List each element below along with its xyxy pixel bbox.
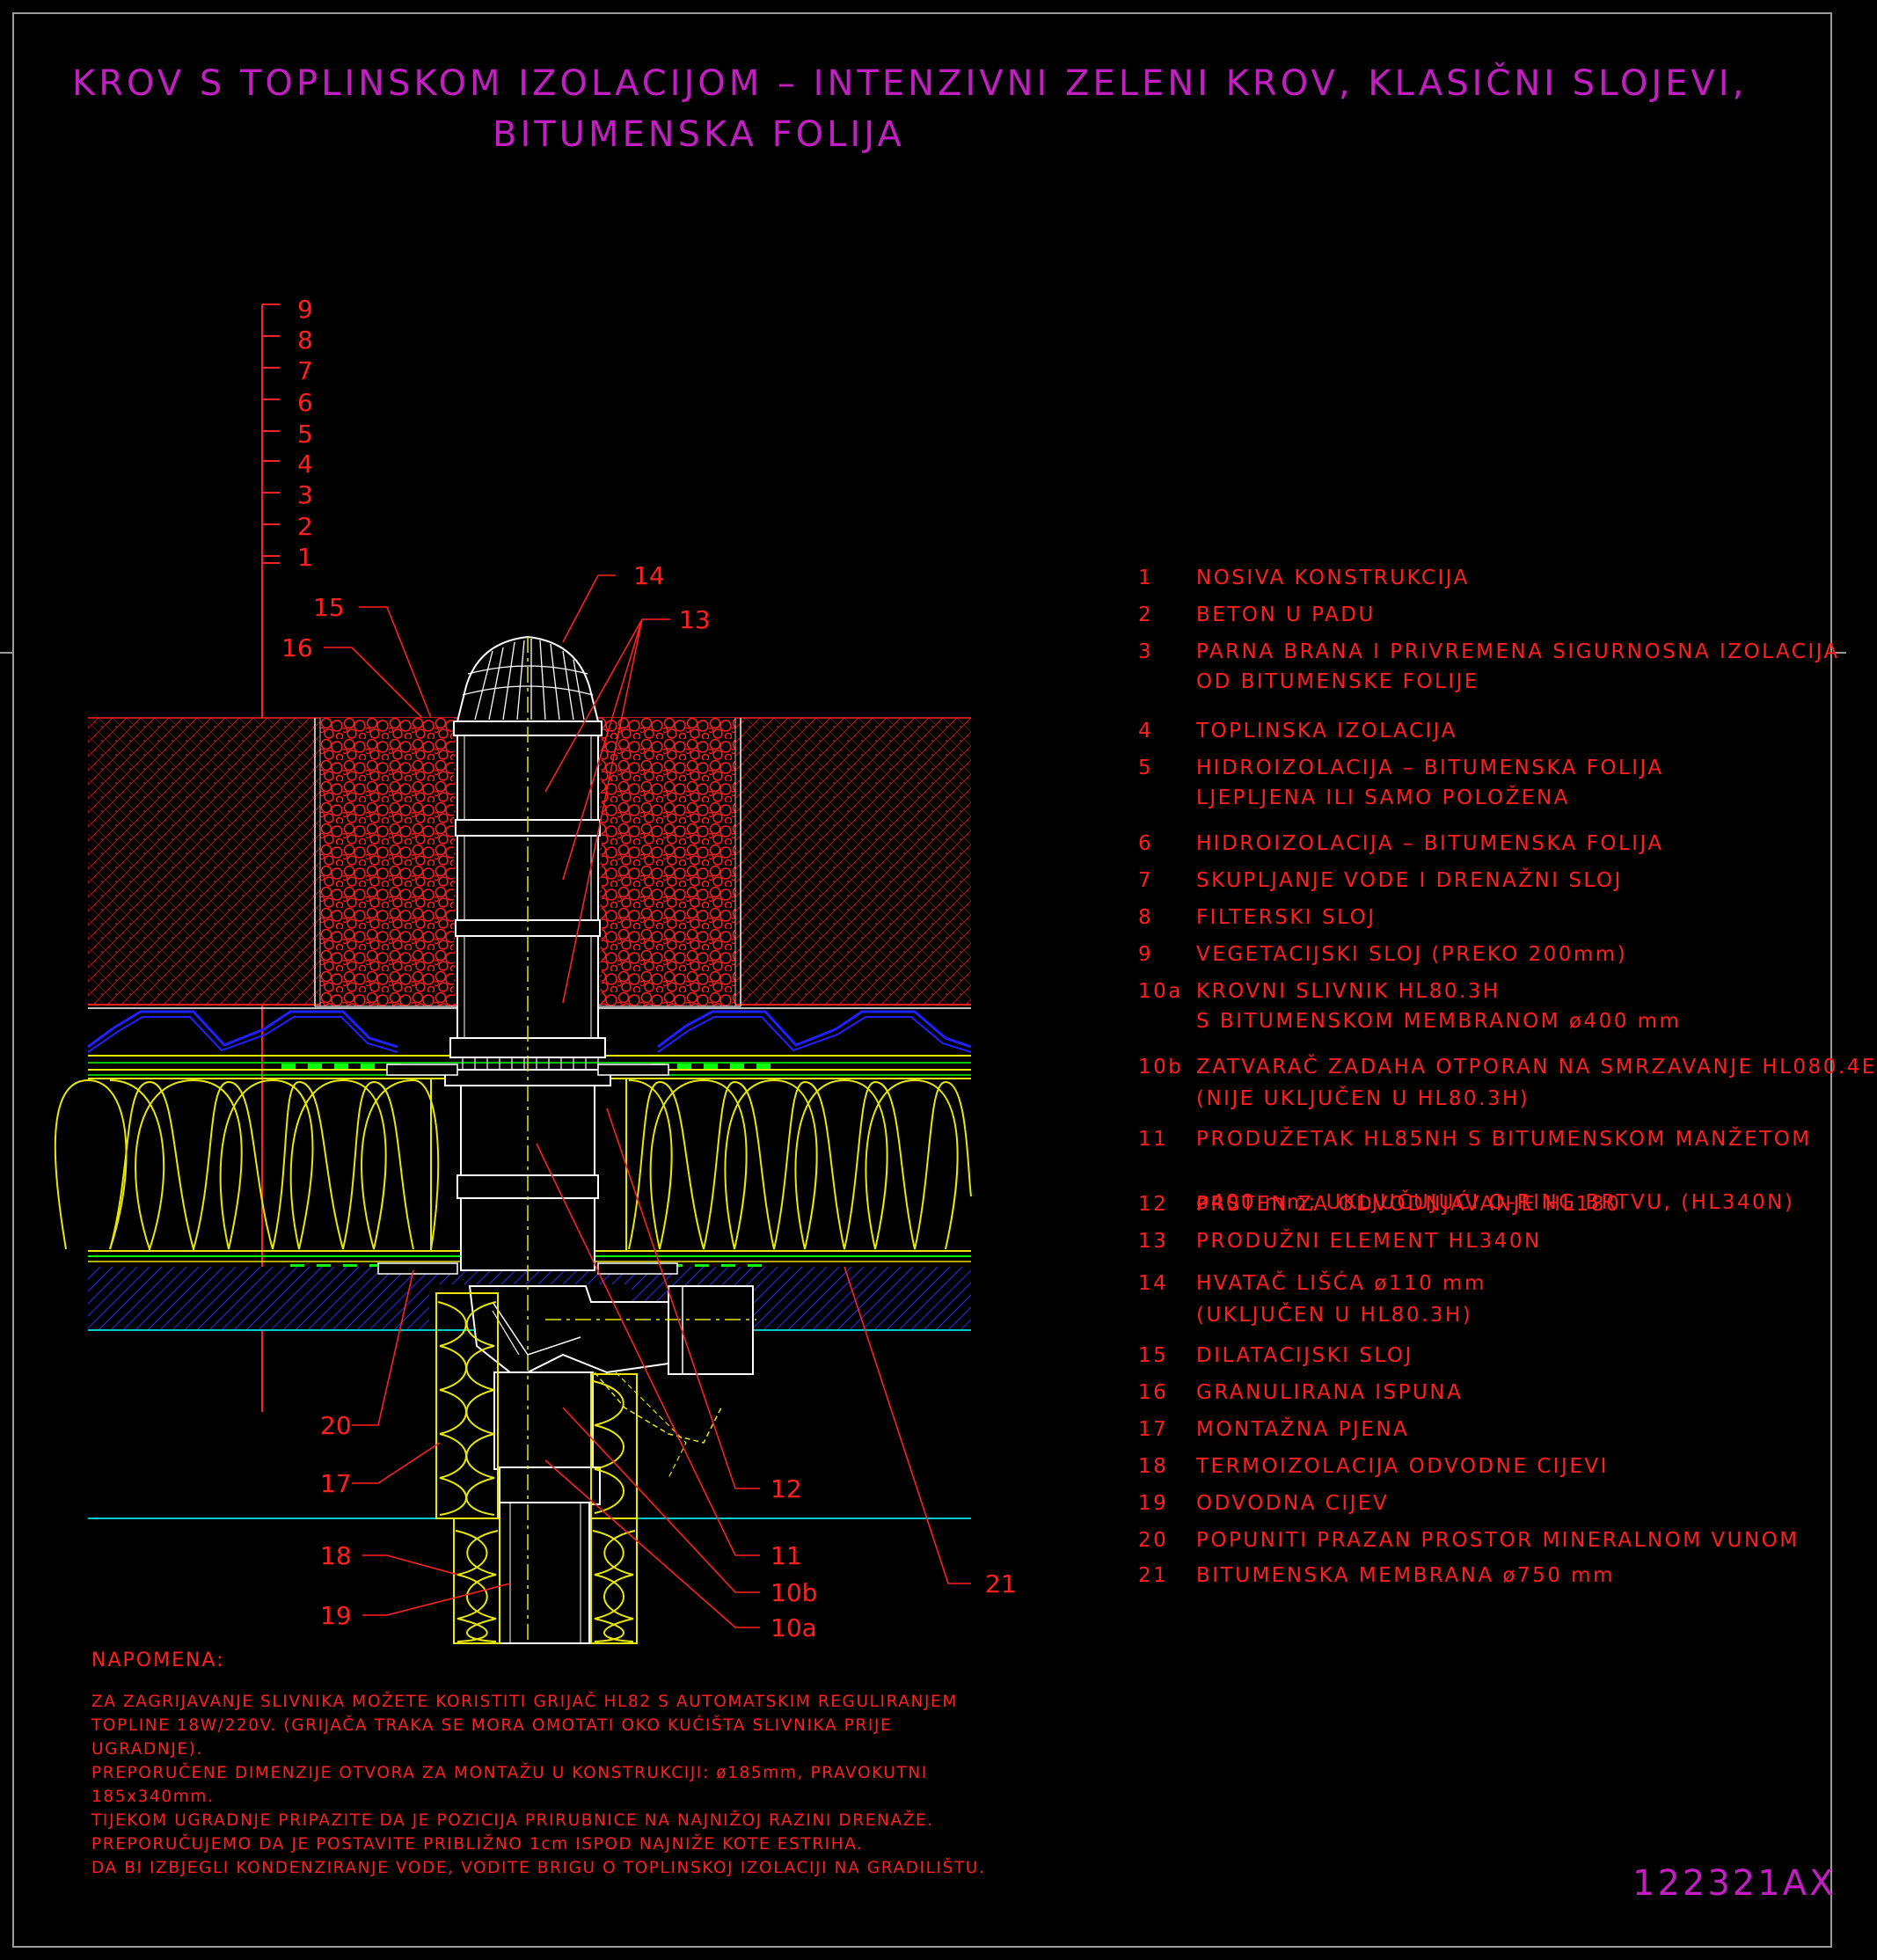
legend-text: PRODUŽNI ELEMENT HL340N [1196, 1230, 1542, 1253]
legend-text: HIDROIZOLACIJA – BITUMENSKA FOLIJA [1196, 757, 1664, 779]
legend-number: 15 [1138, 1344, 1169, 1367]
legend-number: 4 [1138, 720, 1154, 742]
legend-text: GRANULIRANA ISPUNA [1196, 1381, 1464, 1404]
legend-text: DILATACIJSKI SLOJ [1196, 1344, 1413, 1367]
legend-number: 2 [1138, 603, 1154, 626]
callout-14: 14 [633, 561, 665, 590]
legend-number: 10a [1138, 980, 1183, 1003]
legend-number: 10b [1138, 1056, 1184, 1079]
legend-number: 1 [1138, 567, 1154, 589]
scale-label-1: 1 [297, 543, 313, 572]
legend-text: NOSIVA KONSTRUKCIJA [1196, 567, 1470, 589]
scale-label-3: 3 [297, 480, 313, 509]
scale-label-6: 6 [297, 388, 313, 417]
callout-leaders [324, 574, 971, 1628]
legend-text: TERMOIZOLACIJA ODVODNE CIJEVI [1196, 1455, 1609, 1478]
frame-tick-left [0, 652, 12, 654]
scale-label-8: 8 [297, 325, 313, 355]
pipe-insulation [435, 1292, 638, 1644]
legend-text: POPUNITI PRAZAN PROSTOR MINERALNOM VUNOM [1196, 1529, 1800, 1552]
note-3: TIJEKOM UGRADNJE PRIPAZITE DA JE POZICIJ… [91, 1811, 934, 1854]
legend-number: 19 [1138, 1492, 1169, 1515]
legend-text: (NIJE UKLJUČEN U HL80.3H) [1196, 1087, 1530, 1110]
callout-13: 13 [679, 605, 711, 634]
legend-number: 7 [1138, 869, 1154, 892]
note-2: PREPORUČENE DIMENZIJE OTVORA ZA MONTAŽU … [91, 1764, 928, 1806]
notes: NAPOMENA: ZA ZAGRIJAVANJE SLIVNIKA MOŽET… [91, 1649, 989, 1880]
callout-20: 20 [320, 1411, 352, 1440]
notes-heading: NAPOMENA: [91, 1649, 225, 1671]
legend-text: VEGETACIJSKI SLOJ (PREKO 200mm) [1196, 943, 1628, 966]
scale-label-7: 7 [297, 356, 313, 385]
scale-label-5: 5 [297, 420, 313, 449]
legend-number: 5 [1138, 757, 1154, 779]
legend-text: KROVNI SLIVNIK HL80.3H [1196, 980, 1501, 1003]
legend-text: PRSTEN ZA ODVODNJAVANJE HL180 [1196, 1193, 1622, 1216]
callout-17: 17 [320, 1469, 352, 1498]
scale-label-9: 9 [297, 295, 313, 324]
callout-16: 16 [281, 633, 313, 662]
legend-text: S BITUMENSKOM MEMBRANOM ø400 mm [1196, 1010, 1682, 1033]
drawing-frame [12, 12, 1832, 1948]
callout-15: 15 [313, 593, 345, 622]
legend-text: PARNA BRANA I PRIVREMENA SIGURNOSNA IZOL… [1196, 640, 1840, 663]
legend-text: (UKLJUČEN U HL80.3H) [1196, 1304, 1473, 1327]
legend-text: FILTERSKI SLOJ [1196, 906, 1377, 929]
legend-number: 16 [1138, 1381, 1169, 1404]
callout-10b: 10b [771, 1578, 817, 1607]
legend-number: 17 [1138, 1418, 1169, 1441]
legend-text: ODVODNA CIJEV [1196, 1492, 1390, 1515]
legend-number: 20 [1138, 1529, 1169, 1552]
legend-text: LJEPLJENA ILI SAMO POLOŽENA [1196, 786, 1570, 809]
callout-labels: 14 13 15 16 20 17 18 19 12 11 10b 10a 21 [281, 561, 1017, 1642]
legend-number: 6 [1138, 832, 1154, 855]
callout-21: 21 [985, 1569, 1017, 1598]
legend-number: 14 [1138, 1272, 1169, 1295]
legend-text: ø400 mm; UKLJUČUJUĆI O-RING BRTVU, (HL34… [1196, 1191, 1795, 1214]
legend-number: 13 [1138, 1230, 1169, 1253]
callout-18: 18 [320, 1541, 352, 1570]
scale-label-4: 4 [297, 450, 313, 479]
legend-text: HVATAČ LIŠĆA ø110 mm [1196, 1272, 1486, 1295]
legend-number: 9 [1138, 943, 1154, 966]
callout-12: 12 [771, 1474, 802, 1503]
legend-text: SKUPLJANJE VODE I DRENAŽNI SLOJ [1196, 869, 1623, 892]
legend-number: 11 [1138, 1128, 1169, 1151]
legend-text: MONTAŽNA PJENA [1196, 1418, 1410, 1441]
callout-19: 19 [320, 1601, 352, 1630]
legend-text: PRODUŽETAK HL85NH S BITUMENSKOM MANŽETOM [1196, 1128, 1812, 1151]
drawing-title-line2: BITUMENSKA FOLIJA [493, 114, 905, 155]
note-1: ZA ZAGRIJAVANJE SLIVNIKA MOŽETE KORISTIT… [91, 1693, 958, 1759]
legend-number: 8 [1138, 906, 1154, 929]
legend-text: ZATVARAČ ZADAHA OTPORAN NA SMRZAVANJE HL… [1196, 1056, 1877, 1079]
legend-text: TOPLINSKA IZOLACIJA [1196, 720, 1457, 742]
drawing-title-line1: KROV S TOPLINSKOM IZOLACIJOM – INTENZIVN… [72, 63, 1748, 104]
drawing-code: 122321AX [1632, 1863, 1837, 1904]
roof-drain [377, 635, 756, 1644]
legend-text: HIDROIZOLACIJA – BITUMENSKA FOLIJA [1196, 832, 1664, 855]
legend-number: 3 [1138, 640, 1154, 663]
legend-text: OD BITUMENSKE FOLIJE [1196, 670, 1479, 693]
legend-number: 12 [1138, 1193, 1169, 1216]
callout-11: 11 [771, 1541, 802, 1570]
legend-number: 18 [1138, 1455, 1169, 1478]
legend-number: 21 [1138, 1564, 1169, 1587]
legend-text: BETON U PADU [1196, 603, 1376, 626]
note-4: DA BI IZBJEGLI KONDENZIRANJE VODE, VODIT… [91, 1859, 986, 1877]
frame-tick-right [1834, 652, 1846, 654]
scale-label-2: 2 [297, 512, 313, 541]
legend-text: BITUMENSKA MEMBRANA ø750 mm [1196, 1564, 1615, 1587]
callout-10a: 10a [771, 1613, 817, 1642]
